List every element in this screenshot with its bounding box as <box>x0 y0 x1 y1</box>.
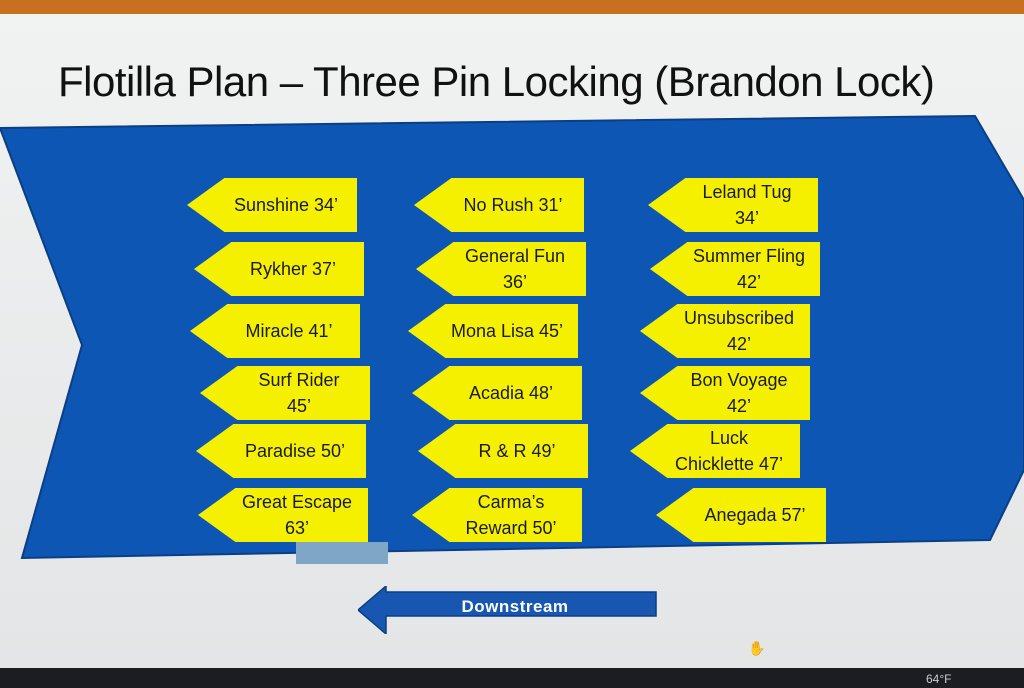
boat-tag: Paradise 50’ <box>196 424 366 478</box>
boat-tag-line: Leland Tug <box>702 182 792 202</box>
boat-tag-line: Rykher 37’ <box>249 259 337 279</box>
downstream-label: Downstream <box>461 597 569 616</box>
boat-tag-line: Sunshine 34’ <box>233 195 339 215</box>
boat-tag-line: Acadia 48’ <box>468 383 554 403</box>
boat-tag: R & R 49’ <box>418 424 588 478</box>
boat-tag-line: 42’ <box>736 272 762 292</box>
boat-tag-line: R & R 49’ <box>478 441 556 461</box>
weather-temperature[interactable]: 64°F <box>926 672 952 686</box>
boat-tag-line: 36’ <box>502 272 528 292</box>
taskbar <box>0 668 1024 688</box>
boat-tag-line: No Rush 31’ <box>463 195 563 215</box>
boat-tag-line: 45’ <box>286 396 312 416</box>
boat-tag-line: Bon Voyage <box>690 370 788 390</box>
boat-tag: No Rush 31’ <box>414 178 584 232</box>
boat-tag-line: 42’ <box>726 334 752 354</box>
boat-tag-line: Surf Rider <box>258 370 340 390</box>
boat-tag: Surf Rider 45’ <box>200 366 370 420</box>
boat-tag: General Fun 36’ <box>416 242 586 296</box>
boat-tag: Acadia 48’ <box>412 366 582 420</box>
boat-tag-line: Mona Lisa 45’ <box>450 321 564 341</box>
boat-tag-line: 42’ <box>726 396 752 416</box>
window-top-bar <box>0 0 1024 14</box>
boat-tag: Unsubscribed 42’ <box>640 304 810 358</box>
boat-tag-line: Great Escape <box>241 492 353 512</box>
hand-cursor-icon: ✋ <box>748 640 766 656</box>
boat-tag-line: 34’ <box>734 208 760 228</box>
boat-tag: Anegada 57’ <box>656 488 826 542</box>
shape-shadow <box>296 542 388 564</box>
slide-title: Flotilla Plan – Three Pin Locking (Brand… <box>58 58 935 105</box>
boat-tag: Leland Tug 34’ <box>648 178 818 232</box>
downstream-arrow <box>358 586 657 634</box>
boat-tag: Sunshine 34’ <box>187 178 357 232</box>
boat-tag: Mona Lisa 45’ <box>408 304 578 358</box>
boat-tag-line: Chicklette 47’ <box>674 454 784 474</box>
boat-tag-line: Luck <box>709 428 749 448</box>
boat-tag-line: Miracle 41’ <box>245 321 333 341</box>
boat-tag: Miracle 41’ <box>190 304 360 358</box>
boat-tag: Great Escape 63’ <box>198 488 368 542</box>
boat-tag-line: Unsubscribed <box>683 308 795 328</box>
boat-tag-line: Paradise 50’ <box>244 441 346 461</box>
boat-tag-line: 63’ <box>284 518 310 538</box>
boat-tag-line: General Fun <box>464 246 566 266</box>
boat-tag: Bon Voyage 42’ <box>640 366 810 420</box>
boat-tag: Rykher 37’ <box>194 242 364 296</box>
boat-tag-line: Reward 50’ <box>465 518 557 538</box>
boat-tag: Summer Fling 42’ <box>650 242 820 296</box>
boat-tag-line: Carma’s <box>477 492 545 512</box>
boat-tag-line: Summer Fling <box>692 246 806 266</box>
boat-tag-line: Anegada 57’ <box>704 505 806 525</box>
